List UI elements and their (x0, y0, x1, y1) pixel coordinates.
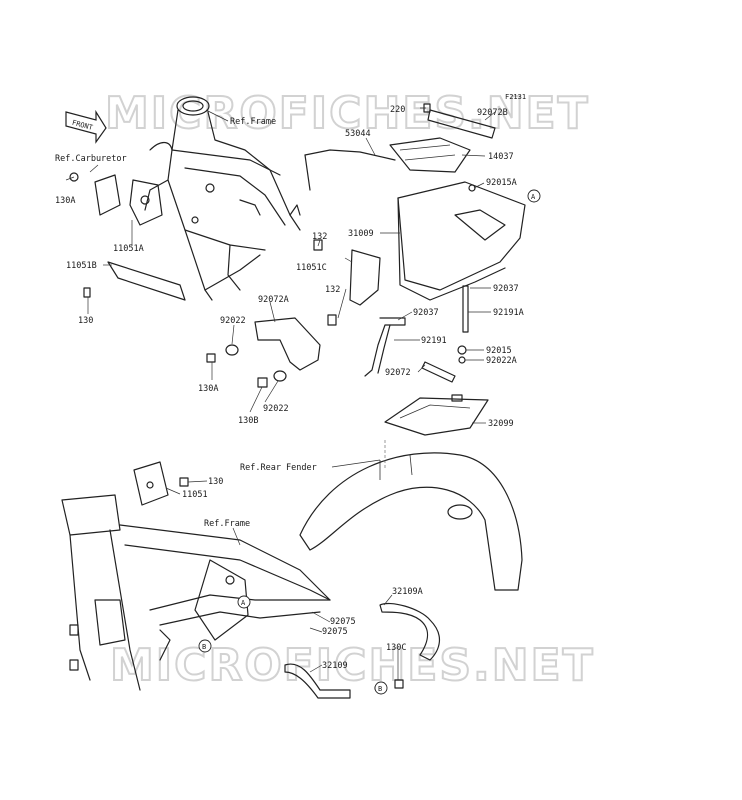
part-92015: 92015 (486, 346, 512, 356)
part-92022-lower: 92022 (263, 404, 289, 414)
part-92072B: 92072B (477, 108, 508, 118)
part-132-upper: 132 (312, 232, 327, 242)
part-92022A: 92022A (486, 356, 517, 366)
frame-top-drawing (144, 96, 301, 301)
front-arrow-icon: FRONT (65, 109, 107, 144)
callout-a-top: A (527, 189, 541, 203)
part-32109A: 32109A (392, 587, 423, 597)
watermark-bottom: MICROFICHES.NET (110, 640, 595, 691)
ref-rear-fender: Ref.Rear Fender (240, 463, 317, 473)
svg-text:B: B (378, 685, 382, 693)
strap-92072-drawing (421, 345, 467, 383)
bracket-11051-drawing (133, 461, 189, 506)
part-130: 130 (208, 477, 223, 487)
part-92022-upper: 92022 (220, 316, 246, 326)
hose-92191-drawing (364, 317, 406, 377)
leader-lines (65, 107, 496, 680)
part-92015A: 92015A (486, 178, 517, 188)
part-32109: 32109 (322, 661, 348, 671)
part-11051C: 11051C (296, 263, 327, 273)
part-92191: 92191 (421, 336, 447, 346)
figure-code: F2131 (505, 93, 526, 101)
ref-carburetor: Ref.Carburetor (55, 154, 127, 164)
part-92075-upper: 92075 (330, 617, 356, 627)
rod-53044-drawing (304, 149, 396, 191)
part-130C: 130C (386, 643, 406, 653)
callout-b-left: B (198, 639, 212, 653)
part-11051B: 11051B (66, 261, 97, 271)
callout-b-right: B (374, 681, 388, 695)
part-220: 220 (390, 105, 405, 115)
part-130-left: 130 (78, 316, 93, 326)
bracket-11051C-drawing (313, 239, 381, 326)
part-53044: 53044 (345, 129, 371, 139)
part-132-lower: 132 (325, 285, 340, 295)
svg-text:A: A (531, 193, 536, 201)
part-14037: 14037 (488, 152, 514, 162)
part-92037-mid: 92037 (413, 308, 439, 318)
part-92075-lower: 92075 (322, 627, 348, 637)
rear-fender-drawing (299, 440, 523, 591)
part-130B: 130B (238, 416, 258, 426)
part-92072: 92072 (385, 368, 411, 378)
strap-and-clamp-drawing (389, 103, 496, 173)
part-130A-left: 130A (55, 196, 75, 206)
part-92191A: 92191A (493, 308, 524, 318)
part-92072A: 92072A (258, 295, 289, 305)
part-11051: 11051 (182, 490, 208, 500)
svg-text:B: B (202, 643, 206, 651)
callout-a-bottom: A (237, 595, 251, 609)
battery-case-31009-drawing (397, 181, 526, 333)
part-92037-right: 92037 (493, 284, 519, 294)
ref-frame-bottom: Ref.Frame (204, 519, 250, 529)
part-31009: 31009 (348, 229, 374, 239)
cover-32099-drawing (384, 394, 489, 436)
svg-text:A: A (241, 599, 246, 607)
part-32099: 32099 (488, 419, 514, 429)
bracket-11051A-drawing (69, 172, 186, 301)
part-11051A: 11051A (113, 244, 144, 254)
frame-bottom-drawing (61, 494, 331, 691)
ref-frame-top: Ref.Frame (230, 117, 276, 127)
part-130A: 130A (198, 384, 218, 394)
bracket-92072A-drawing (206, 317, 321, 388)
